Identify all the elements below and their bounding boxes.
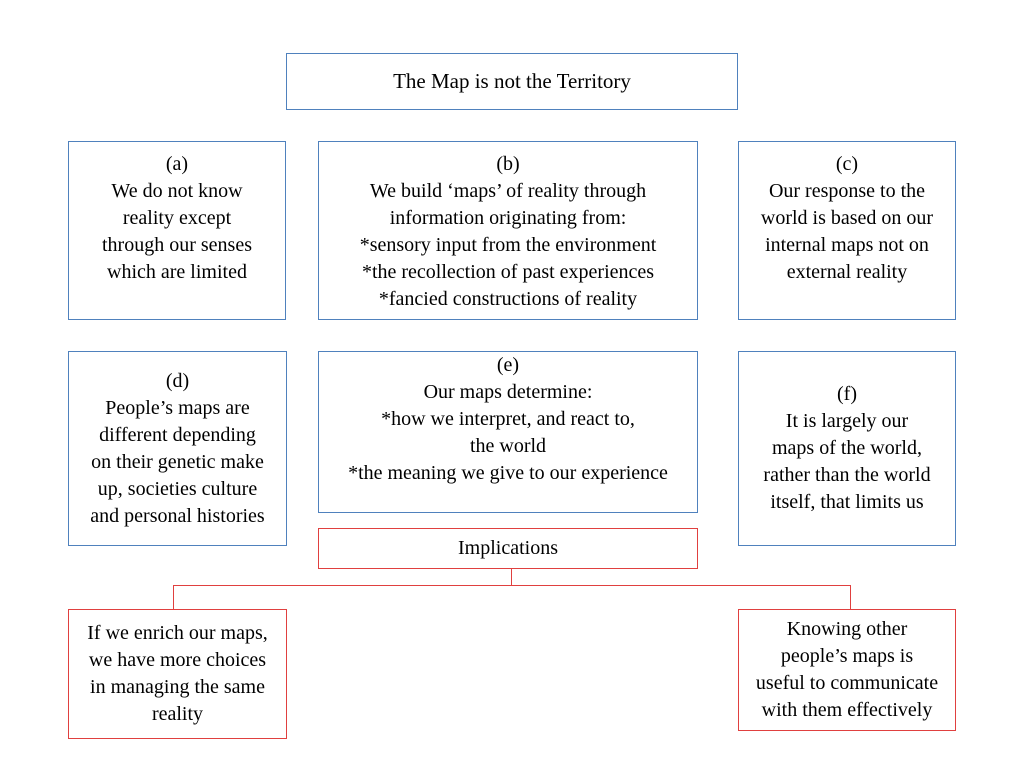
box-e-line: *the meaning we give to our experience: [348, 462, 668, 484]
box-f-line: rather than the world: [763, 464, 931, 486]
box-a-line: We do not know: [111, 180, 243, 202]
diagram-title: The Map is not the Territory: [286, 53, 738, 110]
implication-box-enrich-maps: If we enrich our maps, we have more choi…: [68, 609, 287, 739]
concept-box-f: (f) It is largely our maps of the world,…: [738, 351, 956, 546]
connector-line: [511, 569, 512, 585]
outcome-right-line: people’s maps is: [780, 645, 914, 667]
connector-line: [173, 585, 851, 586]
box-c-line: (c): [835, 153, 859, 175]
box-a-line: which are limited: [107, 261, 247, 283]
outcome-left-line: we have more choices: [88, 649, 267, 671]
connector-line: [173, 585, 174, 609]
box-b-line: We build ‘maps’ of reality through: [369, 180, 647, 202]
box-a-line: (a): [165, 153, 189, 175]
box-b-line: *sensory input from the environment: [359, 234, 657, 256]
box-a-line: reality except: [122, 207, 232, 229]
title-text: The Map is not the Territory: [393, 69, 631, 93]
outcome-left-line: in managing the same: [90, 676, 265, 698]
outcome-right-line: Knowing other: [786, 618, 908, 640]
implications-box: Implications: [318, 528, 698, 569]
box-f-line: It is largely our: [785, 410, 909, 432]
box-b-line: *the recollection of past experiences: [361, 261, 655, 283]
box-d-line: different depending: [99, 423, 256, 446]
box-d-line: up, societies culture: [97, 477, 258, 500]
outcome-right-line: useful to communicate: [755, 672, 939, 694]
box-c-line: Our response to the: [768, 180, 926, 202]
box-f-line: itself, that limits us: [770, 491, 924, 513]
box-c-line: internal maps not on: [765, 234, 929, 256]
concept-box-d: (d) People’s maps are different dependin…: [68, 351, 287, 546]
outcome-left-line: If we enrich our maps,: [87, 622, 268, 644]
implication-box-others-maps: Knowing other people’s maps is useful to…: [738, 609, 956, 731]
box-d-line: on their genetic make: [91, 450, 264, 473]
box-f-line: maps of the world,: [772, 437, 922, 459]
outcome-left-line: reality: [151, 703, 204, 725]
box-d-line: People’s maps are: [105, 396, 250, 419]
box-e-line: (e): [496, 354, 520, 376]
box-b-line: (b): [496, 153, 520, 175]
outcome-right-line: with them effectively: [761, 699, 933, 721]
box-e-line: Our maps determine:: [423, 381, 593, 403]
box-f-line: (f): [837, 383, 857, 405]
connector-line: [850, 585, 851, 609]
concept-box-e: (e) Our maps determine: *how we interpre…: [318, 351, 698, 513]
box-a-line: through our senses: [102, 234, 252, 256]
box-d-line: (d): [165, 369, 190, 392]
box-b-line: *fancied constructions of reality: [378, 288, 638, 310]
box-c-line: world is based on our: [760, 207, 934, 229]
concept-box-c: (c) Our response to the world is based o…: [738, 141, 956, 320]
concept-box-b: (b) We build ‘maps’ of reality through i…: [318, 141, 698, 320]
box-b-line: information originating from:: [389, 207, 627, 229]
concept-box-a: (a) We do not know reality except throug…: [68, 141, 286, 320]
box-d-line: and personal histories: [90, 504, 265, 527]
implications-label: Implications: [458, 537, 558, 559]
box-e-line: the world: [469, 435, 547, 457]
box-c-line: external reality: [786, 261, 908, 283]
box-e-line: *how we interpret, and react to,: [381, 408, 635, 430]
